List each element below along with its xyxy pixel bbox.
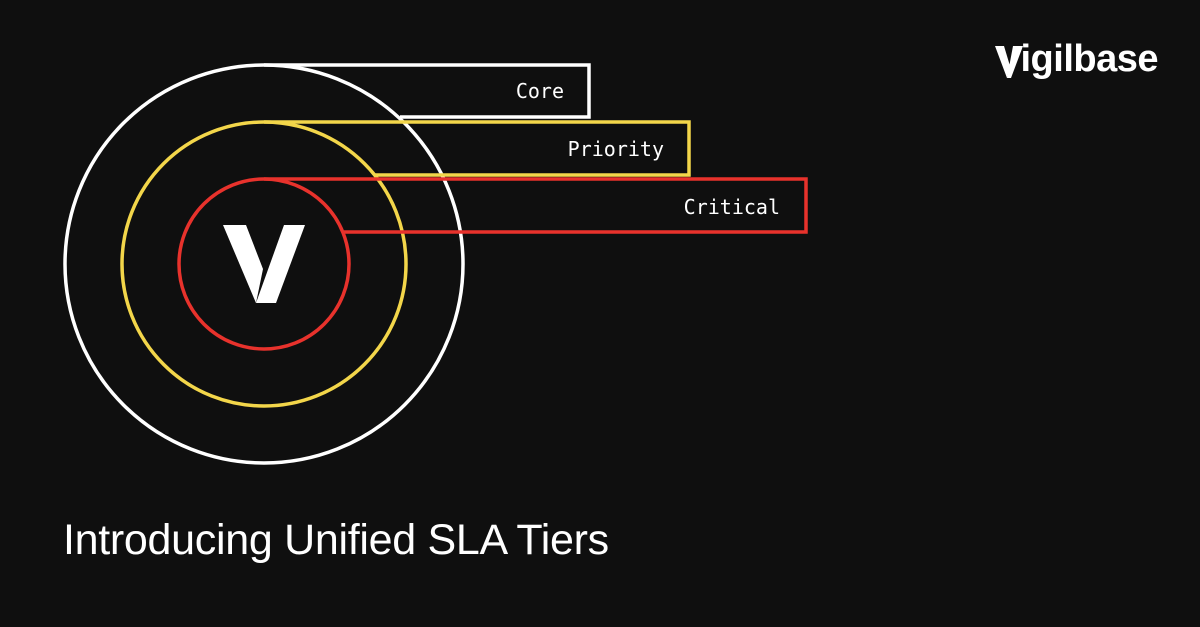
tier-core-tab <box>264 63 591 119</box>
v-mark-icon <box>223 225 305 303</box>
v-mark-icon <box>994 45 1023 78</box>
tier-critical-ring <box>177 177 351 351</box>
tier-core-ring <box>63 63 465 465</box>
tier-critical-tab <box>264 177 808 234</box>
brand-logo: igilbase <box>994 38 1159 81</box>
tier-priority-ring <box>120 120 408 408</box>
tier-priority-label: Priority <box>568 137 664 161</box>
page-title: Introducing Unified SLA Tiers <box>63 516 609 564</box>
tier-critical: Critical <box>177 177 808 351</box>
brand-name: igilbase <box>1020 38 1159 80</box>
tier-priority-tab <box>264 120 691 177</box>
tier-core: Core <box>63 63 591 465</box>
tier-critical-label: Critical <box>684 195 780 219</box>
tier-core-label: Core <box>516 79 564 103</box>
tier-priority: Priority <box>120 120 691 408</box>
